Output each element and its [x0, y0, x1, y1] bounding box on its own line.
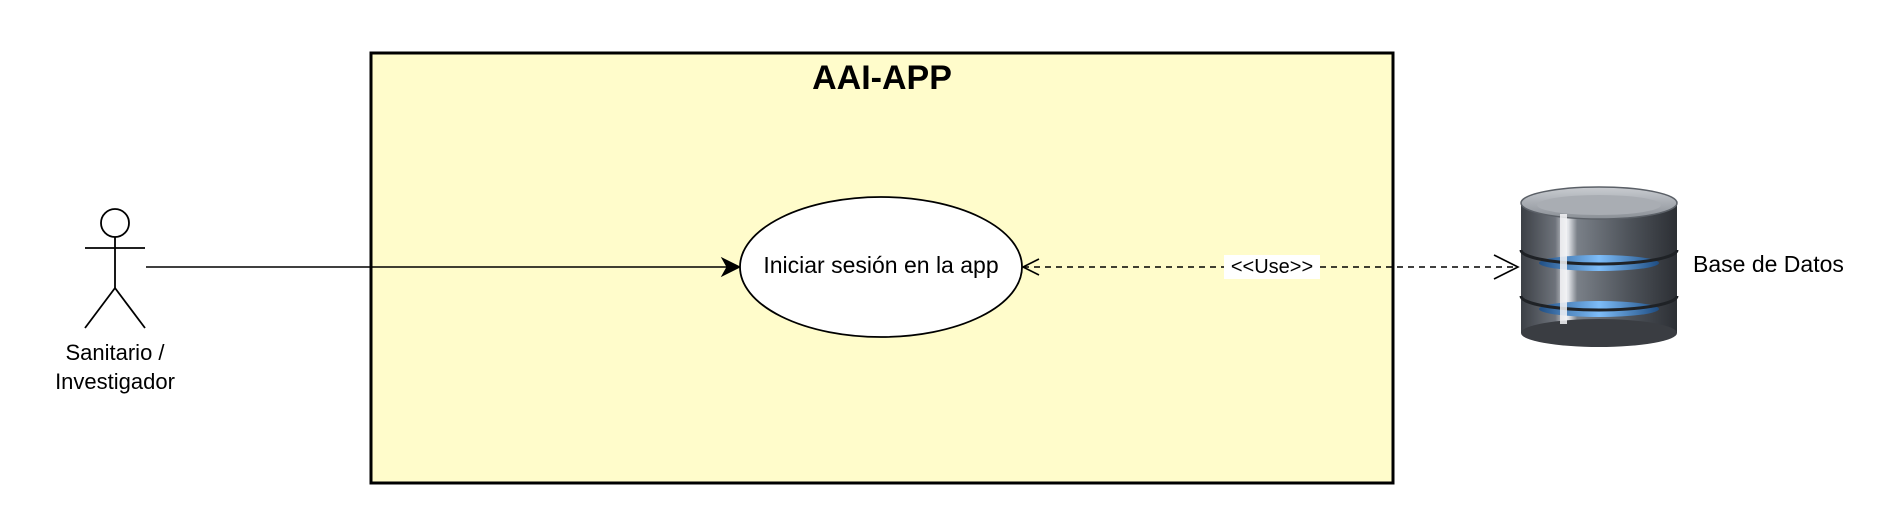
dependency-arrowhead-right [1493, 254, 1520, 280]
actor-left-leg [84, 287, 116, 329]
actor-name-line1: Sanitario / [65, 340, 165, 365]
actor-right-leg [114, 287, 146, 329]
actor-figure[interactable] [84, 208, 146, 329]
dependency-label: <<Use>> [1231, 256, 1313, 278]
use-case-ellipse[interactable] [739, 196, 1023, 338]
database-ridge-lower [1519, 295, 1679, 312]
database-label: Base de Datos [1693, 251, 1844, 277]
database-cylinder-bottom [1521, 319, 1677, 347]
database-icon [1519, 186, 1679, 347]
database-top-inner [1537, 195, 1661, 215]
use-case-label: Iniciar sesión en la app [763, 252, 998, 278]
dependency-arrowhead-left [1021, 258, 1040, 276]
association-arrowhead [720, 256, 742, 278]
actor-name-line2: Investigador [55, 369, 175, 394]
actor-head [100, 208, 130, 238]
system-title: AAI-APP [812, 59, 952, 97]
dependency-label-bg [1224, 255, 1320, 279]
database-ridge-upper [1519, 249, 1679, 266]
database-highlight [1560, 214, 1567, 324]
